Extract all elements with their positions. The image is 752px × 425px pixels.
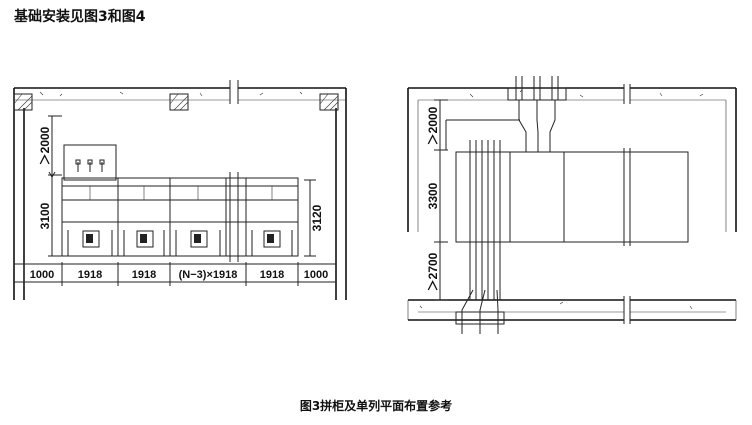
cabinet-row xyxy=(61,177,299,257)
figure-caption: 图3拼柜及单列平面布置参考 xyxy=(299,399,453,413)
height-label-right: 3120 xyxy=(310,204,324,231)
depth-label-bottom: ＞2700 xyxy=(426,252,440,291)
front-width-labels: 1000 1918 1918 (N−3)×1918 1918 1000 xyxy=(30,269,328,281)
front-elevation xyxy=(13,80,347,300)
width-label-4: (N−3)×1918 xyxy=(179,269,238,281)
width-label-2: 1918 xyxy=(78,269,102,281)
height-label-left-bottom: 3100 xyxy=(38,202,52,229)
width-label-5: 1918 xyxy=(260,269,284,281)
cabinet-panel-4 xyxy=(263,230,281,248)
width-label-3: 1918 xyxy=(132,269,156,281)
depth-label-top: ＞2000 xyxy=(426,106,440,145)
cabinet-top-box xyxy=(63,144,117,181)
plan-view xyxy=(407,76,737,334)
depth-label-middle: 3300 xyxy=(426,182,440,209)
cabinet-footprint xyxy=(455,151,689,243)
width-label-1: 1000 xyxy=(30,269,54,281)
width-label-6: 1000 xyxy=(304,269,328,281)
page-title: 基础安装见图3和图4 xyxy=(14,9,146,25)
cabinet-panel-3 xyxy=(190,230,208,248)
height-label-left-top: ＞2000 xyxy=(38,126,52,165)
cabinet-panel-2 xyxy=(136,230,154,248)
cabinet-panel-1 xyxy=(82,230,100,248)
